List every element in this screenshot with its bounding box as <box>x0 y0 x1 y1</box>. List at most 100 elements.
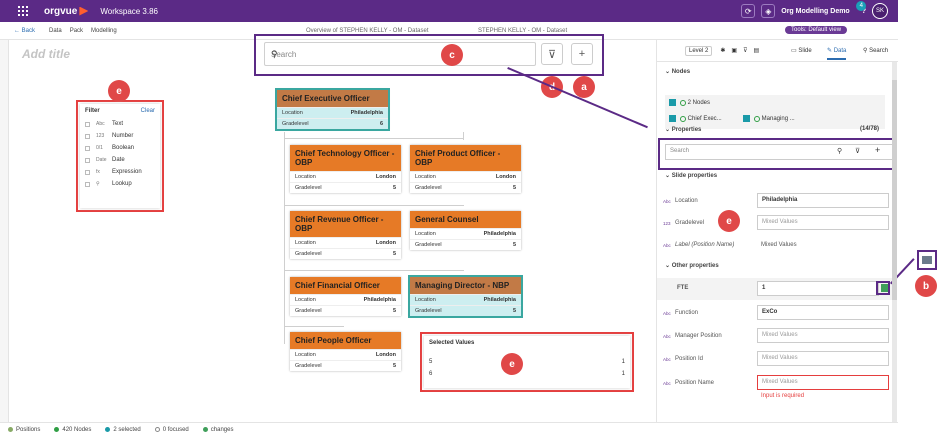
position-id-field[interactable]: Mixed Values <box>757 351 889 366</box>
properties-filter-icon[interactable]: ⊽ <box>855 148 861 155</box>
node-chip-label: Chief Exec... <box>687 116 722 123</box>
breadcrumb-dataset[interactable]: STEPHEN KELLY - OM - Dataset <box>478 28 568 34</box>
status-focused[interactable]: 0 focused <box>154 426 189 433</box>
status-changes[interactable]: changes <box>202 426 234 434</box>
node-field-label: Location <box>415 174 436 180</box>
filter-clear-link[interactable]: Clear <box>140 108 155 114</box>
sync-icon[interactable]: ⟳ <box>741 4 756 18</box>
tab-data[interactable]: ✎ Data <box>827 47 847 60</box>
status-positions[interactable]: Positions <box>8 426 40 433</box>
checkbox[interactable] <box>669 99 676 106</box>
brand-mark-icon <box>79 6 89 16</box>
callout-e-properties: e <box>718 210 740 232</box>
nodes-icon <box>54 426 60 432</box>
lookup-icon: ⚲ <box>96 181 100 187</box>
level-select[interactable]: Level 2 <box>685 45 713 56</box>
properties-search-icon[interactable]: ⚲ <box>837 148 843 155</box>
node-chip-md[interactable]: Managing ... <box>743 115 795 122</box>
layout-icon[interactable]: ▤ <box>753 48 760 54</box>
properties-label: Properties <box>671 127 702 133</box>
add-button[interactable]: + <box>571 43 593 65</box>
menu-pack[interactable]: Pack <box>69 27 84 34</box>
other-properties-header[interactable]: ⌄ Other properties <box>665 263 719 269</box>
properties-search-highlight <box>658 138 894 170</box>
changes-icon <box>202 426 208 432</box>
function-field[interactable]: ExCo <box>757 305 889 320</box>
back-link[interactable]: ← Back <box>14 27 36 34</box>
menu-data[interactable]: Data <box>49 27 62 34</box>
status-nodes[interactable]: 420 Nodes <box>54 426 91 433</box>
node-chip-ceo[interactable]: Chief Exec... <box>669 115 722 122</box>
checkbox[interactable] <box>743 115 750 122</box>
checkbox[interactable] <box>85 169 90 175</box>
text-type-icon: Abc <box>663 334 671 339</box>
canvas-search-input[interactable]: Search ⚲ <box>264 42 536 66</box>
properties-add-icon[interactable]: + <box>875 145 881 155</box>
node-field-label: Location <box>282 110 303 116</box>
brand-logo[interactable]: orgvue <box>44 6 89 17</box>
properties-section-header[interactable]: ⌄ Properties <box>665 127 702 133</box>
help-icon[interactable]: ? <box>861 7 866 15</box>
tab-slide[interactable]: ▭ Slide <box>791 48 812 54</box>
slide-properties-header[interactable]: ⌄ Slide properties <box>665 173 718 179</box>
tab-search[interactable]: ⚲ Search <box>863 48 889 54</box>
fte-field[interactable]: 1 <box>757 281 879 296</box>
checkbox[interactable] <box>85 145 90 151</box>
menu-modelling[interactable]: Modelling <box>91 27 117 34</box>
callout-e-filter: e <box>108 80 130 102</box>
checkbox[interactable] <box>85 181 90 187</box>
filter-icon[interactable]: ⊽ <box>743 48 748 54</box>
function-label: Function <box>675 310 699 316</box>
cube-icon[interactable]: ◈ <box>761 4 776 18</box>
gradelevel-field[interactable]: Mixed Values <box>757 215 889 230</box>
filter-button[interactable]: ⊽ <box>541 43 563 65</box>
checkbox[interactable] <box>669 115 676 122</box>
lock-icon[interactable]: ▣ <box>731 48 738 54</box>
position-name-field[interactable]: Mixed Values <box>757 375 889 390</box>
position-name-label: Position Name <box>675 380 715 386</box>
filter-title: Filter <box>85 108 100 114</box>
fte-action-icon[interactable] <box>881 284 889 292</box>
status-changes-label: changes <box>210 427 234 434</box>
notification-badge[interactable]: 4 <box>856 1 867 11</box>
text-type-icon: Abc <box>663 357 671 362</box>
manager-position-field[interactable]: Mixed Values <box>757 328 889 343</box>
position-name-error: Input is required <box>761 393 805 399</box>
right-panel-scroll-thumb[interactable] <box>892 80 897 300</box>
location-field[interactable]: Philadelphia <box>757 193 889 208</box>
tab-slide-label: Slide <box>798 48 812 54</box>
status-selected[interactable]: 2 selected <box>105 426 141 433</box>
nodes-section-header[interactable]: ⌄ Nodes <box>665 69 691 75</box>
breadcrumb-overview[interactable]: Overview of STEPHEN KELLY - OM - Dataset <box>306 28 429 34</box>
checkbox[interactable] <box>85 121 90 127</box>
search-icon[interactable]: ⚲ <box>271 49 278 59</box>
checkbox[interactable] <box>85 157 90 163</box>
app-grid-icon[interactable] <box>18 6 28 16</box>
nodes-count-row[interactable]: 2 Nodes <box>669 99 710 106</box>
user-avatar[interactable]: SK <box>872 3 888 19</box>
org-name[interactable]: Org Modelling Demo <box>781 7 850 15</box>
selected-value-key: 6 <box>429 371 433 377</box>
checkbox[interactable] <box>85 133 90 139</box>
tools-view-pill[interactable]: Tools: Default view <box>785 26 848 34</box>
filter-item-lookup[interactable]: ⚲Lookup <box>80 178 160 190</box>
view-settings-icon[interactable]: ✱ <box>720 48 726 54</box>
add-title-placeholder[interactable]: Add title <box>22 47 70 61</box>
node-field-label: Location <box>295 297 316 303</box>
back-label: Back <box>21 27 36 34</box>
